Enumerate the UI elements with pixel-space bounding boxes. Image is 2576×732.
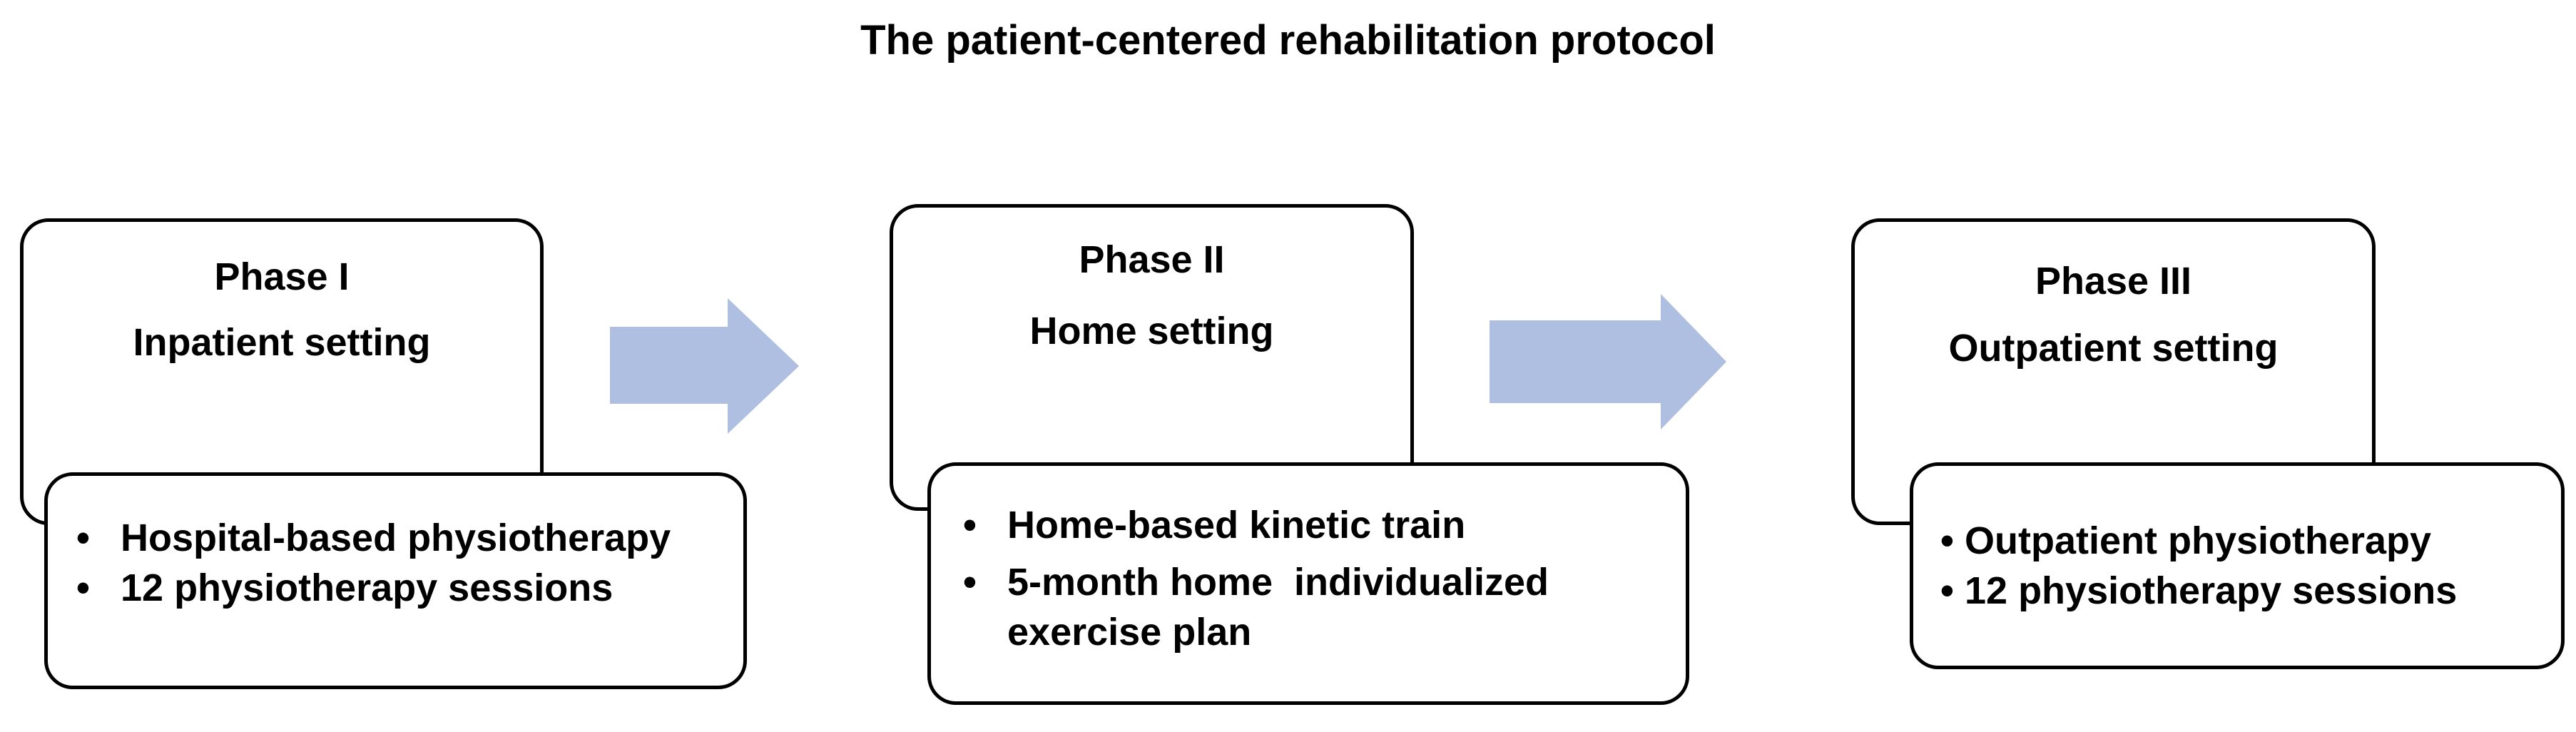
- phase-1-item: • Hospital-based physiotherapy: [76, 513, 671, 563]
- flow-arrow-2-shape: [1490, 294, 1726, 429]
- phase-2-box: Phase II Home setting: [890, 204, 1414, 511]
- phase-2-item-text: Home-based kinetic train: [1007, 504, 1466, 547]
- phase-1-name: Phase I: [214, 255, 350, 298]
- phase-1-setting: Inpatient setting: [133, 321, 431, 364]
- phase-1-item: • 12 physiotherapy sessions: [76, 563, 671, 613]
- phase-2-item: • Home-based kinetic train: [963, 500, 1669, 550]
- phase-3-item: • Outpatient physiotherapy: [1940, 516, 2457, 566]
- bullet-glyph: •: [963, 504, 977, 547]
- phase-3-setting: Outpatient setting: [1948, 327, 2279, 370]
- bullet-glyph: •: [76, 566, 90, 609]
- phase-3-details-list: • Outpatient physiotherapy • 12 physiother…: [1940, 516, 2457, 616]
- phase-3-details-box: • Outpatient physiotherapy • 12 physiother…: [1910, 462, 2565, 669]
- phase-2-details-box: • Home-based kinetic train • 5-month home …: [927, 462, 1689, 705]
- phase-2-name: Phase II: [1079, 238, 1225, 281]
- bullet-glyph: •: [1940, 569, 1954, 612]
- phase-1-details-box: • Hospital-based physiotherapy • 12 physio…: [44, 472, 747, 689]
- phase-2-setting: Home setting: [1029, 310, 1274, 352]
- flow-arrow-1-shape: [610, 298, 799, 434]
- phase-1-item-text: Hospital-based physiotherapy: [121, 517, 671, 559]
- bullet-glyph: •: [76, 517, 90, 559]
- phase-3-item-text: 12 physiotherapy sessions: [1965, 569, 2458, 612]
- diagram-title: The patient-centered rehabilitation prot…: [860, 17, 1716, 63]
- phase-2-details-list: • Home-based kinetic train • 5-month home …: [963, 500, 1669, 657]
- phase-1-item-text: 12 physiotherapy sessions: [121, 566, 614, 609]
- phase-2-item: • 5-month home individualized exercise pl…: [963, 557, 1669, 657]
- phase-2-item-text: 5-month home individualized exercise pla…: [1007, 561, 1560, 654]
- phase-3-name: Phase III: [2035, 260, 2192, 303]
- phase-3-item: • 12 physiotherapy sessions: [1940, 566, 2457, 616]
- phase-3-item-text: Outpatient physiotherapy: [1965, 519, 2432, 562]
- bullet-glyph: •: [1940, 519, 1954, 562]
- flow-arrow-2: [1490, 294, 1726, 429]
- bullet-glyph: •: [963, 561, 977, 604]
- flow-arrow-1: [610, 298, 799, 434]
- phase-1-details-list: • Hospital-based physiotherapy • 12 physio…: [76, 513, 671, 613]
